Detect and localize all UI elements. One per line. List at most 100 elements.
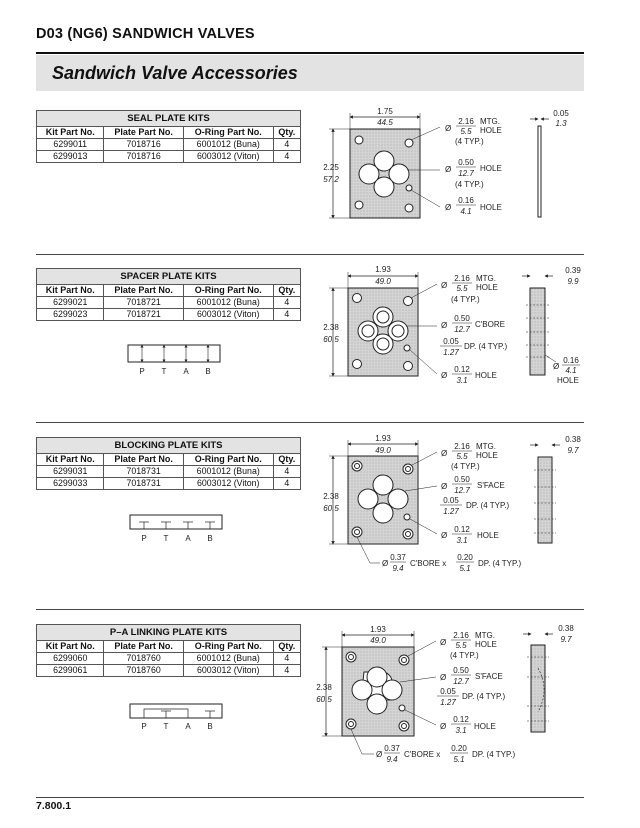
cell: 6299023 [35, 308, 105, 321]
callout-in: 0.05 [443, 337, 459, 346]
mounting-hole [403, 296, 413, 306]
port-label: P [141, 722, 146, 731]
callout-in: 0.12 [454, 525, 470, 534]
callout-text: (4 TYP.) [455, 180, 484, 189]
callout-text: MTG. [476, 442, 496, 451]
callout-text: (4 TYP.) [455, 137, 484, 146]
table-row: 6299011 7018716 6001012 (Buna) 4 [35, 138, 302, 151]
section-divider [36, 609, 584, 610]
svg-text:Ø: Ø [445, 203, 451, 212]
dim-width-in: 1.75 [377, 107, 393, 116]
dim-thick-mm: 9.7 [567, 446, 579, 455]
callout-text: DP. (4 TYP.) [478, 559, 521, 568]
dim-height-in: 2.38 [323, 492, 339, 501]
cell: 6299061 [35, 664, 105, 677]
svg-text:Ø: Ø [376, 750, 382, 759]
dim-thick-in: 0.38 [565, 435, 581, 444]
port-label: A [185, 722, 191, 731]
callout-text: HOLE [476, 451, 498, 460]
dim-width-in: 1.93 [375, 434, 391, 443]
port-label: P [139, 367, 144, 376]
port-label: T [164, 534, 169, 543]
callout-in: 0.12 [453, 715, 469, 724]
svg-text:Ø: Ø [441, 482, 447, 491]
pin-hole [403, 344, 411, 352]
cell: 6299013 [35, 150, 105, 163]
port-hole [373, 176, 395, 198]
table-title: SEAL PLATE KITS [36, 110, 301, 127]
dim-width-mm: 49.0 [370, 636, 386, 645]
callout-text: MTG. [475, 631, 495, 640]
cell: 4 [272, 477, 302, 490]
header-rule [36, 52, 584, 54]
callout-in: 2.16 [454, 274, 470, 283]
dim-width-mm: 49.0 [375, 446, 391, 455]
dim-thick-mm: 1.3 [555, 119, 567, 128]
callout-text: HOLE [476, 283, 498, 292]
seal-plate-drawing: 1.75 44.5 2.25 57.2 0.05 1.3 Ø 2.16 5.5 … [323, 107, 569, 219]
table-row: 6299061 7018760 6003012 (Viton) 4 [35, 664, 302, 677]
callout-mm: 5.5 [456, 452, 468, 461]
cell: 7018721 [103, 308, 184, 321]
callout-mm: 3.1 [456, 536, 467, 545]
callout-in: 0.37 [384, 744, 400, 753]
page-number: 7.800.1 [36, 800, 72, 812]
callout-text: C'BORE [475, 320, 505, 329]
dim-height-mm: 57.2 [323, 175, 339, 184]
dim-height-mm: 60.5 [316, 695, 332, 704]
callout-text: HOLE [475, 371, 497, 380]
cell: 4 [272, 308, 302, 321]
port-label: T [162, 367, 167, 376]
callout-text: HOLE [474, 722, 496, 731]
callout-text: (4 TYP.) [451, 462, 480, 471]
callout-mm: 12.7 [458, 169, 474, 178]
svg-text:Ø: Ø [441, 531, 447, 540]
port-hole [373, 150, 395, 172]
callout-in: 0.50 [453, 666, 469, 675]
footer-rule [36, 797, 584, 798]
dim-thick-in: 0.05 [553, 109, 569, 118]
callout-text: HOLE [480, 164, 502, 173]
section-banner: Sandwich Valve Accessories [36, 55, 584, 91]
callout-in: 0.37 [390, 553, 406, 562]
svg-text:Ø: Ø [382, 559, 388, 568]
mounting-hole [352, 293, 362, 303]
port-label: B [205, 367, 210, 376]
callout-mm: 9.4 [392, 564, 404, 573]
callout-in: 0.50 [454, 475, 470, 484]
callout-in: 2.16 [454, 442, 470, 451]
svg-text:Ø: Ø [445, 124, 451, 133]
callout-in: 0.20 [451, 744, 467, 753]
callout-text: DP. (4 TYP.) [464, 342, 507, 351]
callout-mm: 5.1 [453, 755, 464, 764]
dim-thick-mm: 9.9 [567, 277, 579, 286]
callout-in: 0.20 [457, 553, 473, 562]
section-divider [36, 254, 584, 255]
callout-in: 0.16 [458, 196, 474, 205]
table-title: SPACER PLATE KITS [36, 268, 301, 285]
callout-mm: 3.1 [456, 376, 467, 385]
dim-height-in: 2.25 [323, 163, 339, 172]
port-label: T [164, 722, 169, 731]
callout-text: S'FACE [477, 481, 505, 490]
port-label: A [183, 367, 189, 376]
callout-in: 0.50 [454, 314, 470, 323]
svg-text:Ø: Ø [445, 165, 451, 174]
port-label: P [141, 534, 146, 543]
dim-width-in: 1.93 [375, 265, 391, 274]
table-row: 6299033 7018731 6003012 (Viton) 4 [35, 477, 302, 490]
spacer-plate-drawing: P T A B 1.93 49.0 2.38 60.5 [127, 265, 581, 385]
cell: 7018716 [103, 150, 184, 163]
seal-plate-kits-table: SEAL PLATE KITS Kit Part No. Plate Part … [35, 110, 302, 163]
blocking-plate-kits-table: BLOCKING PLATE KITS Kit Part No. Plate P… [35, 437, 302, 490]
blocking-plate-drawing: P T A B 1.93 49.0 2.38 60.5 [129, 434, 581, 573]
mounting-hole [403, 361, 413, 371]
callout-text: HOLE [477, 531, 499, 540]
table-row: 6299023 7018721 6003012 (Viton) 4 [35, 308, 302, 321]
callout-mm: 1.27 [443, 507, 459, 516]
callout-in: 2.16 [453, 631, 469, 640]
callout-in: 2.16 [458, 117, 474, 126]
callout-in: 0.05 [440, 687, 456, 696]
callout-mm: 9.4 [386, 755, 398, 764]
table-title: BLOCKING PLATE KITS [36, 437, 301, 454]
